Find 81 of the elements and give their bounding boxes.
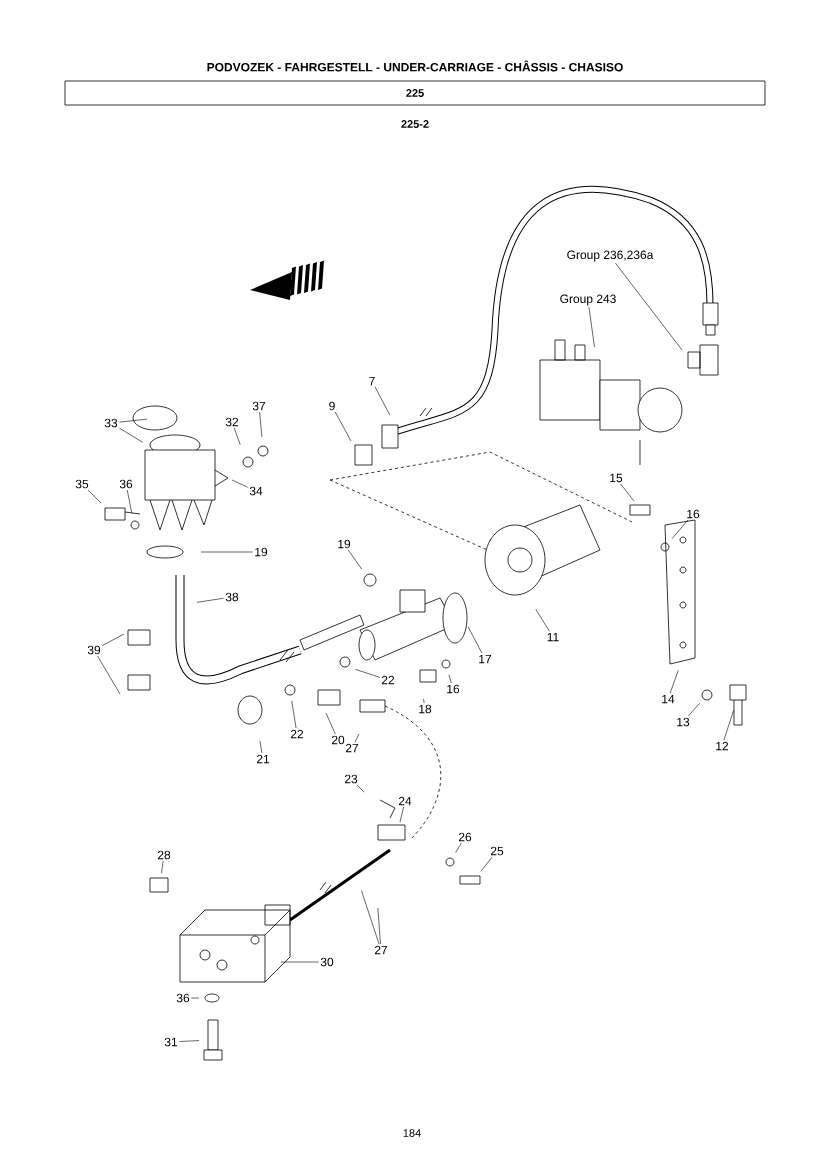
leader-line (191, 997, 200, 999)
callout-number: 34 (249, 486, 263, 496)
callout-number: 7 (369, 376, 375, 386)
leader-line (423, 698, 425, 704)
callout-number: 12 (716, 741, 729, 751)
leader-line (126, 489, 133, 514)
callout-number: 25 (490, 846, 504, 856)
callout-number: 28 (157, 850, 171, 860)
callout-number: 26 (458, 832, 472, 842)
callout-number: 9 (329, 401, 335, 411)
callout-number: 22 (290, 729, 304, 739)
leader-line (480, 856, 493, 872)
leader-line (354, 733, 360, 743)
callout-number: 27 (345, 743, 359, 753)
callout-number: 35 (75, 479, 89, 489)
leader-line (87, 489, 102, 504)
leader-line (280, 961, 319, 963)
callout-number: 27 (374, 945, 388, 955)
leader-line (355, 669, 380, 678)
leader-line (233, 427, 241, 445)
leader-line (334, 411, 352, 442)
leader-line (161, 860, 164, 874)
leader-line (200, 551, 253, 553)
leader-line (688, 702, 700, 717)
callout-number: 39 (87, 645, 101, 655)
leader-line (374, 386, 391, 416)
leader-line (356, 784, 365, 793)
callout-number: 19 (338, 539, 351, 549)
callout-number: 17 (479, 654, 492, 664)
leader-line (291, 700, 297, 729)
figure-number: 225-2 (401, 120, 429, 128)
callout-number: 37 (252, 401, 266, 411)
leader-line (119, 418, 148, 423)
callout-number: 33 (104, 418, 118, 428)
callout-number: 16 (687, 509, 700, 519)
leader-line (588, 306, 595, 348)
callout-number: 32 (225, 417, 239, 427)
leader-line (615, 262, 683, 351)
callout-number: Group 236,236a (567, 250, 654, 262)
leader-line (399, 806, 404, 823)
callout-number: Group 243 (560, 294, 616, 306)
callout-number: 13 (677, 717, 690, 727)
leader-line (671, 519, 689, 539)
callout-number: 38 (225, 592, 239, 602)
callout-number: 16 (447, 684, 460, 694)
callout-number: 23 (344, 774, 358, 784)
callout-number: 15 (610, 473, 623, 483)
leader-line (231, 479, 248, 488)
leader-line (467, 626, 483, 654)
callout-number: 20 (331, 735, 345, 745)
callout-number: 21 (256, 754, 270, 764)
leader-line (325, 712, 336, 735)
leader-line (535, 609, 550, 632)
leader-line (97, 655, 121, 695)
leader-line (448, 674, 452, 684)
callout-number: 22 (381, 675, 395, 685)
leader-line (179, 1040, 200, 1042)
leader-line (347, 549, 362, 570)
callout-number: 11 (547, 632, 559, 642)
callout-number: 14 (662, 694, 675, 704)
leader-line (723, 710, 734, 741)
leader-line (102, 633, 125, 646)
leader-line (361, 890, 380, 945)
callout-number: 36 (176, 993, 190, 1003)
title: PODVOZEK - FAHRGESTELL - UNDER-CARRIAGE - CHÂSSIS - CHASISO (207, 60, 623, 72)
callout-number: 24 (398, 796, 412, 806)
leader-line (455, 842, 462, 853)
callout-number: 31 (164, 1037, 178, 1047)
leader-line (377, 907, 381, 945)
leader-line (119, 427, 143, 443)
callout-number: 19 (255, 547, 268, 557)
callout-number: 30 (320, 957, 334, 967)
section-number-box: 225 (64, 80, 766, 106)
page-number: 184 (403, 1129, 421, 1137)
leader-line (620, 483, 635, 502)
callout-number: 36 (119, 479, 133, 489)
callout-number: 18 (419, 704, 432, 714)
leader-line (259, 740, 263, 754)
leader-line (669, 670, 679, 694)
leader-line (196, 598, 224, 603)
leader-line (259, 411, 263, 438)
